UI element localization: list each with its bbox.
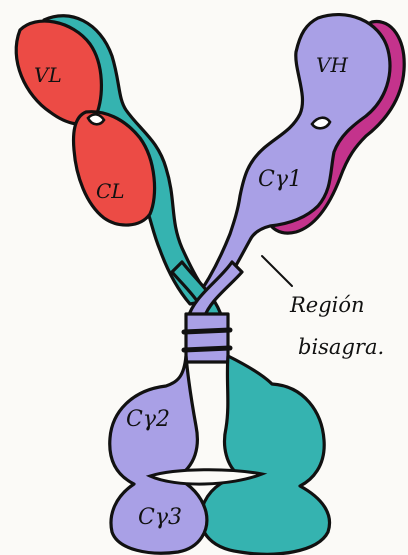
label-cg2: Cγ2 bbox=[126, 407, 170, 432]
hinge-label-line1: Región bbox=[289, 293, 365, 317]
hinge-pointer-line bbox=[262, 256, 292, 286]
heavy-chain-right-arm bbox=[196, 15, 390, 300]
disulfide-bond-bottom bbox=[184, 348, 230, 350]
heavy-chain-right-joint bbox=[312, 118, 330, 129]
label-cg1: Cγ1 bbox=[258, 167, 302, 192]
label-vh: VH bbox=[316, 53, 348, 77]
hinge-stem bbox=[186, 314, 228, 362]
heavy-chain-teal-fc bbox=[201, 356, 330, 554]
label-vl: VL bbox=[34, 63, 62, 87]
light-chain-joint bbox=[88, 114, 104, 124]
disulfide-bond-top bbox=[184, 330, 230, 332]
hinge-label-line2: bisagra. bbox=[298, 335, 384, 359]
label-cl: CL bbox=[96, 179, 125, 203]
label-cg3: Cγ3 bbox=[138, 505, 182, 530]
